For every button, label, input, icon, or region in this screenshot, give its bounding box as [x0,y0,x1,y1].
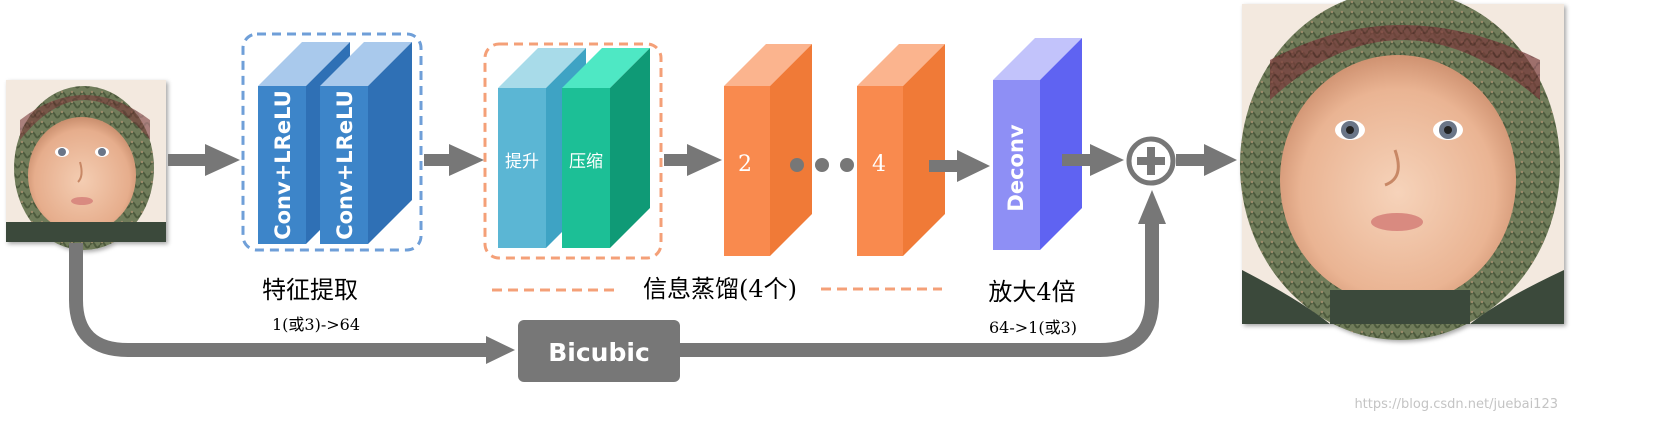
ellipsis-dots [790,158,854,172]
distill-block-2-label: 2 [738,152,752,177]
flow-arrows [168,144,1237,182]
skip-connection [69,190,1166,364]
arrow-deconv-to-sum [1062,144,1124,176]
compress-label: 压缩 [569,152,603,172]
enhance-label: 提升 [505,152,539,172]
arrow-sum-to-output [1176,144,1237,176]
arrow-block4-to-deconv [929,150,990,182]
conv-layer-2-label: Conv+LReLU [333,90,357,240]
arrow-distill-to-block2 [664,144,722,176]
deconv-layer [993,38,1082,250]
upsample-sub-caption: 64->1(或3) [989,318,1077,337]
bicubic-box [518,320,680,382]
conv-layer-2 [320,42,412,244]
deconv-label: Deconv [1004,124,1028,212]
watermark: https://blog.csdn.net/juebai123 [1354,397,1558,412]
distill-group-border [483,42,663,260]
arrow-input-to-feature [168,144,240,176]
distill-block-4 [857,44,945,256]
distill-block-2 [724,44,812,256]
distill-caption: 信息蒸馏(4个) [643,275,797,303]
feature-group-border [241,32,423,252]
distill-block-4-label: 4 [872,152,886,177]
conv-layer-1-label: Conv+LReLU [271,90,295,240]
feature-sub-caption: 1(或3)->64 [272,315,360,334]
compress-layer [562,48,650,248]
arrow-feature-to-distill [424,144,484,176]
input-image [6,80,166,250]
upsample-caption: 放大4倍 [988,278,1075,306]
output-image [1240,0,1564,340]
sum-node [1126,136,1176,186]
feature-caption: 特征提取 [262,276,358,304]
bicubic-label: Bicubic [548,338,650,367]
